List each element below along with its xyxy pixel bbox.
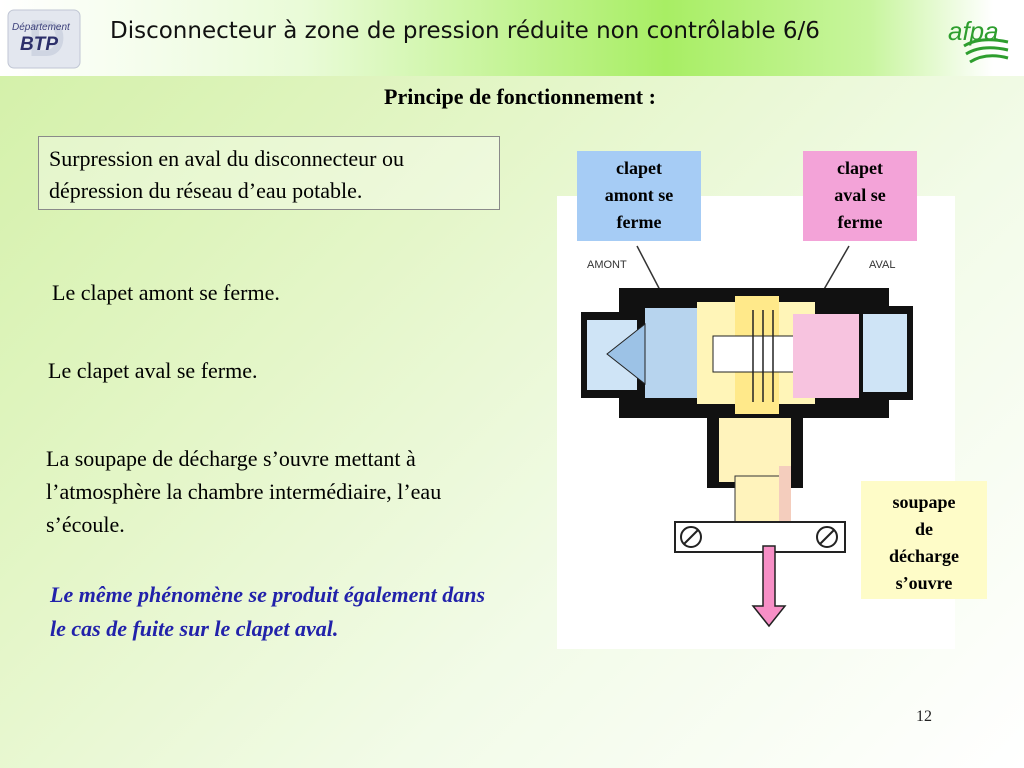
slide-header: D Département BTP Disconnecteur à zone d… xyxy=(0,0,1024,76)
label-soupape-line: s’ouvre xyxy=(895,573,953,593)
logo-departement-text: Département xyxy=(12,22,70,33)
slide-title: Disconnecteur à zone de pression réduite… xyxy=(110,18,820,44)
label-amont-line: clapet xyxy=(616,158,662,178)
btp-logo-graphic: D xyxy=(7,9,81,69)
flow-arrow-icon xyxy=(751,545,787,628)
afpa-logo: afpa xyxy=(946,6,1014,70)
label-amont-line: ferme xyxy=(616,212,662,232)
label-clapet-amont: clapet amont se ferme xyxy=(577,151,701,241)
afpa-logo-icon: afpa xyxy=(948,16,1009,64)
label-amont-line: amont se xyxy=(604,185,674,205)
label-aval-line: aval se xyxy=(834,185,886,205)
departement-btp-logo: D Département BTP xyxy=(6,8,84,70)
label-clapet-aval: clapet aval se ferme xyxy=(803,151,917,241)
page-number: 12 xyxy=(916,708,932,725)
intro-text-box: Surpression en aval du disconnecteur ou … xyxy=(38,136,500,210)
label-soupape-line: décharge xyxy=(889,546,959,566)
label-soupape-line: de xyxy=(915,519,933,539)
step-aval-text: Le clapet aval se ferme. xyxy=(48,358,258,383)
aval-diagram-label: AVAL xyxy=(869,259,896,271)
label-aval-line: clapet xyxy=(837,158,883,178)
logo-btp-text: BTP xyxy=(20,34,58,55)
section-subtitle: Principe de fonctionnement : xyxy=(384,84,656,109)
valve-diagram-illustration: AMONT AVAL xyxy=(581,245,913,628)
label-soupape-decharge: soupape de décharge s’ouvre xyxy=(861,481,987,599)
step-amont-text: Le clapet amont se ferme. xyxy=(52,280,280,305)
note-text: Le même phénomène se produit également d… xyxy=(50,582,486,641)
svg-text:D: D xyxy=(28,10,66,68)
label-soupape-line: soupape xyxy=(892,492,956,512)
amont-diagram-label: AMONT xyxy=(587,259,627,271)
step-soupape-text: La soupape de décharge s’ouvre mettant à… xyxy=(46,446,442,537)
label-aval-line: ferme xyxy=(837,212,883,232)
